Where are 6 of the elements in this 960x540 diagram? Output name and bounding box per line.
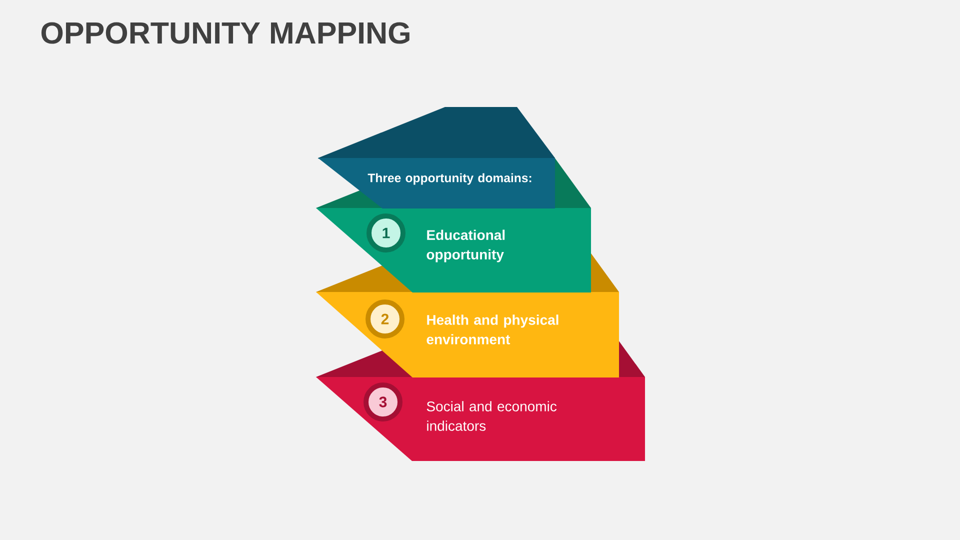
number-badge: 2 [366, 300, 404, 338]
number-badge: 1 [366, 214, 406, 252]
ribbon-band: Three opportunity domains: [318, 107, 555, 208]
node-label: Three opportunity domains: [368, 173, 532, 185]
title: OPPORTUNITY MAPPING [41, 22, 410, 44]
number-badge: 3 [364, 382, 402, 422]
